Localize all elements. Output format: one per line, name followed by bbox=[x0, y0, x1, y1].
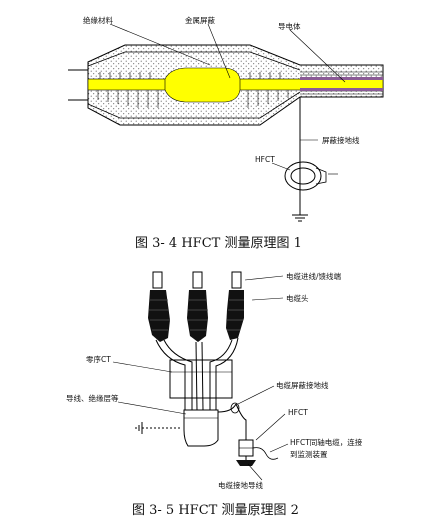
label-conductor: 导电体 bbox=[278, 21, 301, 31]
label-insulation: 绝缘材料 bbox=[83, 15, 113, 25]
cable-cores bbox=[155, 337, 239, 411]
figure1-diagram: 绝缘材料 金属屏蔽 导电体 屏蔽接地线 HFCT bbox=[68, 15, 384, 222]
hfct-ring bbox=[271, 161, 338, 191]
label-shield-ground: 屏蔽接地线 bbox=[322, 135, 360, 145]
ground-plate bbox=[236, 460, 256, 466]
label-hfct-coax: HFCT同轴电缆，连接 bbox=[290, 437, 363, 447]
shield-ground-wire-2 bbox=[217, 403, 247, 440]
cable-heads bbox=[148, 290, 244, 342]
label-shield-ground-2: 电缆屏蔽接地线 bbox=[276, 380, 329, 390]
label-hfct-2: HFCT bbox=[288, 408, 308, 417]
field-lines-bottom bbox=[97, 90, 289, 108]
cable-bundle bbox=[183, 409, 219, 447]
ground-symbol-2 bbox=[135, 422, 182, 434]
label-zero-seq-ct: 零序CT bbox=[86, 354, 111, 364]
label-cable-end: 电缆进线/馈线端 bbox=[286, 271, 342, 281]
label-metal-shield: 金属屏蔽 bbox=[185, 15, 215, 25]
ground-symbol bbox=[292, 214, 308, 222]
field-lines-top bbox=[99, 72, 281, 79]
metal-shield-bulge bbox=[164, 67, 241, 103]
caption-figure2: 图 3- 5 HFCT 测量原理图 2 bbox=[132, 503, 299, 518]
zero-sequence-ct bbox=[169, 359, 233, 399]
label-hfct: HFCT bbox=[255, 155, 275, 164]
label-cable-ground-wire: 电缆接地导线 bbox=[218, 480, 263, 490]
label-wire-insulation: 导线、绝缘层等 bbox=[66, 393, 119, 403]
label-monitor-device: 到监测装置 bbox=[290, 449, 328, 459]
caption-figure1: 图 3- 4 HFCT 测量原理图 1 bbox=[135, 236, 302, 251]
cable-terminal-lugs bbox=[152, 271, 242, 289]
label-cable-head: 电缆头 bbox=[286, 293, 309, 303]
figure2-diagram: 电缆进线/馈线端 电缆头 零序CT 电缆屏蔽接地线 导线、绝缘层等 HFCT H… bbox=[66, 271, 363, 490]
